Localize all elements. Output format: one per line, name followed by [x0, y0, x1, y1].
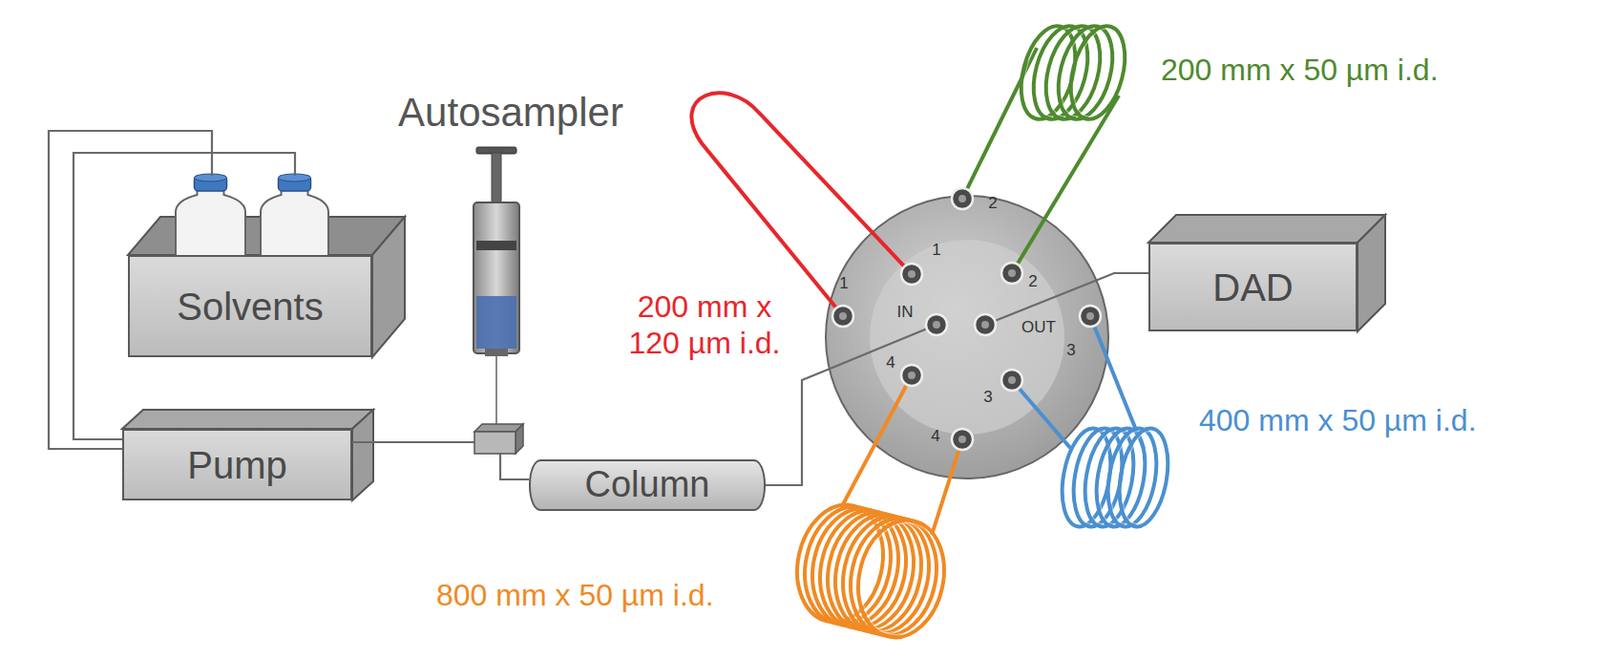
port-number: 4: [885, 354, 895, 373]
tubing-connector: [352, 442, 529, 480]
valve-ports: [832, 188, 1101, 450]
green-coil: [962, 20, 1135, 274]
syringe: [473, 147, 520, 432]
box-label: Solvents: [176, 284, 323, 329]
component-label: Autosampler: [398, 88, 624, 137]
port-number: 3: [983, 388, 992, 407]
orange-coil: [786, 375, 963, 646]
injector: [474, 423, 524, 454]
box-label: Column: [585, 463, 711, 506]
box-label: Pump: [187, 442, 288, 487]
tubing-connector: [1096, 273, 1150, 280]
valve-face: [823, 193, 1111, 481]
dad-detector: DAD: [1148, 242, 1358, 332]
tubing-connector: [765, 368, 830, 485]
blue-coil: [1011, 315, 1176, 530]
port-number: 2: [988, 194, 997, 213]
port-number: OUT: [1021, 318, 1056, 337]
loop-dimension: 800 mm x 50 µm i.d.: [436, 576, 715, 613]
valve-outlet-line: [985, 279, 1096, 325]
valve-inlet-line: [829, 324, 937, 369]
box-label: DAD: [1212, 265, 1293, 310]
port-number: 2: [1028, 273, 1037, 292]
port-number: 1: [931, 241, 941, 260]
port-number: 4: [930, 427, 940, 446]
solvent-tray: Solvents: [127, 254, 373, 358]
red-loop: [691, 92, 912, 316]
loop-dimension: 200 mm x 50 µm i.d.: [1160, 51, 1439, 88]
port-number: IN: [897, 303, 914, 322]
switching-valve: 2 1 2 1IN OUT 3 4 3 4: [823, 193, 1111, 481]
port-number: 1: [839, 274, 848, 294]
loop-dimension: 400 mm x 50 µm i.d.: [1199, 401, 1477, 439]
loop-dimension: 200 mm x 120 µm i.d.: [618, 288, 791, 362]
column-tube: Column: [528, 459, 766, 511]
pump-box: Pump: [122, 428, 353, 501]
port-number: 3: [1066, 341, 1075, 360]
box-faces: [122, 173, 1386, 501]
